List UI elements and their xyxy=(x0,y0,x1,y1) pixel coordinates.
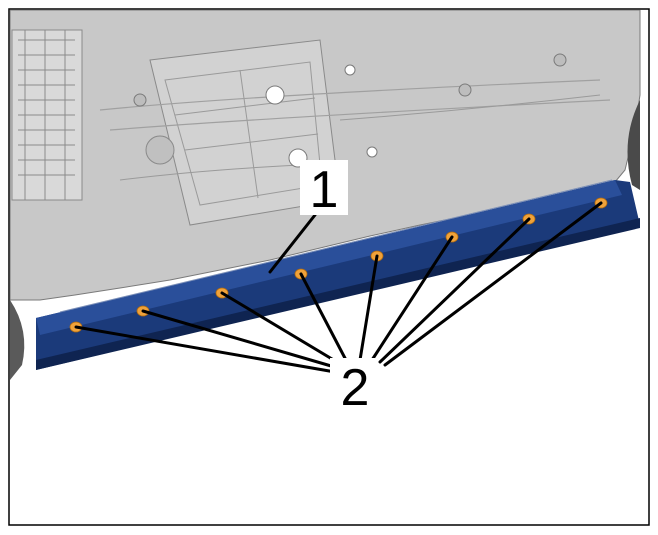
leader-2h xyxy=(383,201,603,367)
leader-2a xyxy=(74,325,337,374)
right-wheel xyxy=(627,100,640,190)
leader-2f xyxy=(370,235,454,362)
callout-2: 2 xyxy=(341,359,370,417)
underbody-panel xyxy=(9,9,641,301)
leader-lines xyxy=(74,201,603,374)
leader-2c xyxy=(220,291,344,367)
callout-1: 1 xyxy=(310,161,339,219)
leader-2g xyxy=(378,217,531,364)
leader-1 xyxy=(268,213,317,274)
callout-2-box xyxy=(330,358,378,413)
leader-2d xyxy=(299,272,349,364)
callout-1-box xyxy=(300,160,348,215)
left-wheel xyxy=(10,300,25,380)
leader-2e xyxy=(358,254,379,362)
leader-2b xyxy=(141,309,340,370)
left-grille xyxy=(11,29,83,201)
